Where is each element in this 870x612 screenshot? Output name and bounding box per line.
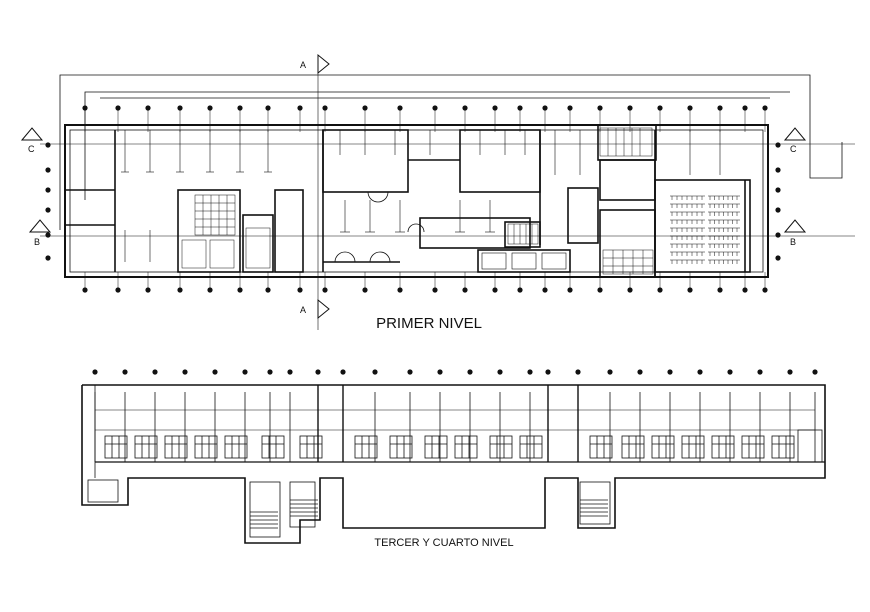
column-axis-lines [84,108,766,290]
section-marker-b-right: B [783,219,807,247]
column-marker [92,369,98,375]
column-marker [775,187,781,193]
bathroom-block [261,435,285,459]
bathroom-block [741,435,765,459]
section-label-c-left: C [28,144,35,154]
column-marker [212,369,218,375]
column-marker [775,232,781,238]
column-marker [775,142,781,148]
room-detail [541,252,567,270]
bathroom-block [454,435,478,459]
outer-projection-lines [59,74,843,230]
column-marker [697,369,703,375]
column-marker [775,207,781,213]
bathroom-block [104,435,128,459]
column-marker [775,167,781,173]
bathroom-block [489,435,513,459]
section-marker-c-left: C [20,127,44,154]
section-marker-a-bottom: A [300,298,330,320]
column-marker [545,369,551,375]
room-detail-lines [121,130,721,270]
column-marker [287,369,293,375]
column-marker [467,369,473,375]
bathroom-block [389,435,413,459]
column-marker [812,369,818,375]
column-marker [182,369,188,375]
column-marker [45,255,51,261]
stair-and-bath-hatching [181,127,654,275]
column-marker [757,369,763,375]
upper-column-grid [92,369,818,375]
section-lines [40,58,855,330]
interior-walls [65,124,751,278]
tercer-cuarto-nivel-plan [81,384,826,544]
auditorium-seating [670,195,740,264]
column-marker [727,369,733,375]
column-marker [775,255,781,261]
bathroom-block [194,435,218,459]
column-marker [637,369,643,375]
column-marker [45,207,51,213]
section-label-a-bottom: A [300,305,306,315]
column-marker [45,232,51,238]
upper-floor-outline [81,384,826,544]
section-marker-a-top: A [300,53,330,75]
column-marker [267,369,273,375]
bathroom-block [424,435,448,459]
column-marker [45,167,51,173]
column-marker [152,369,158,375]
bathroom-block [134,435,158,459]
plan-title-primer-nivel: PRIMER NIVEL [376,315,482,332]
column-marker [667,369,673,375]
column-marker [527,369,533,375]
bathroom-block [589,435,613,459]
primer-nivel-plan [40,58,855,330]
column-marker [242,369,248,375]
column-marker [372,369,378,375]
section-marker-c-right: C [783,127,807,154]
column-marker [122,369,128,375]
bathroom-block [354,435,378,459]
plan-title-tercer-cuarto-nivel: TERCER Y CUARTO NIVEL [374,537,513,549]
section-label-a-top: A [300,60,306,70]
bathroom-block [224,435,248,459]
bathroom-block [299,435,323,459]
bathroom-block [621,435,645,459]
dormitory-rooms [94,392,816,529]
column-marker [575,369,581,375]
section-marker-b-left: B [28,219,52,247]
bathroom-block [771,435,795,459]
bathroom-block [681,435,705,459]
column-marker [315,369,321,375]
section-label-b-right: B [790,237,796,247]
column-marker [437,369,443,375]
building-outline [64,124,769,278]
column-marker [45,142,51,148]
bathroom-block [164,435,188,459]
column-marker [787,369,793,375]
bathroom-block [519,435,543,459]
room-detail [481,252,507,270]
column-marker [497,369,503,375]
bathroom-block [711,435,735,459]
column-marker [607,369,613,375]
section-label-b-left: B [34,237,40,247]
column-marker [340,369,346,375]
room-detail [511,252,537,270]
bathroom-block [651,435,675,459]
section-label-c-right: C [790,144,797,154]
column-marker [45,187,51,193]
column-grid [45,105,781,293]
column-marker [407,369,413,375]
